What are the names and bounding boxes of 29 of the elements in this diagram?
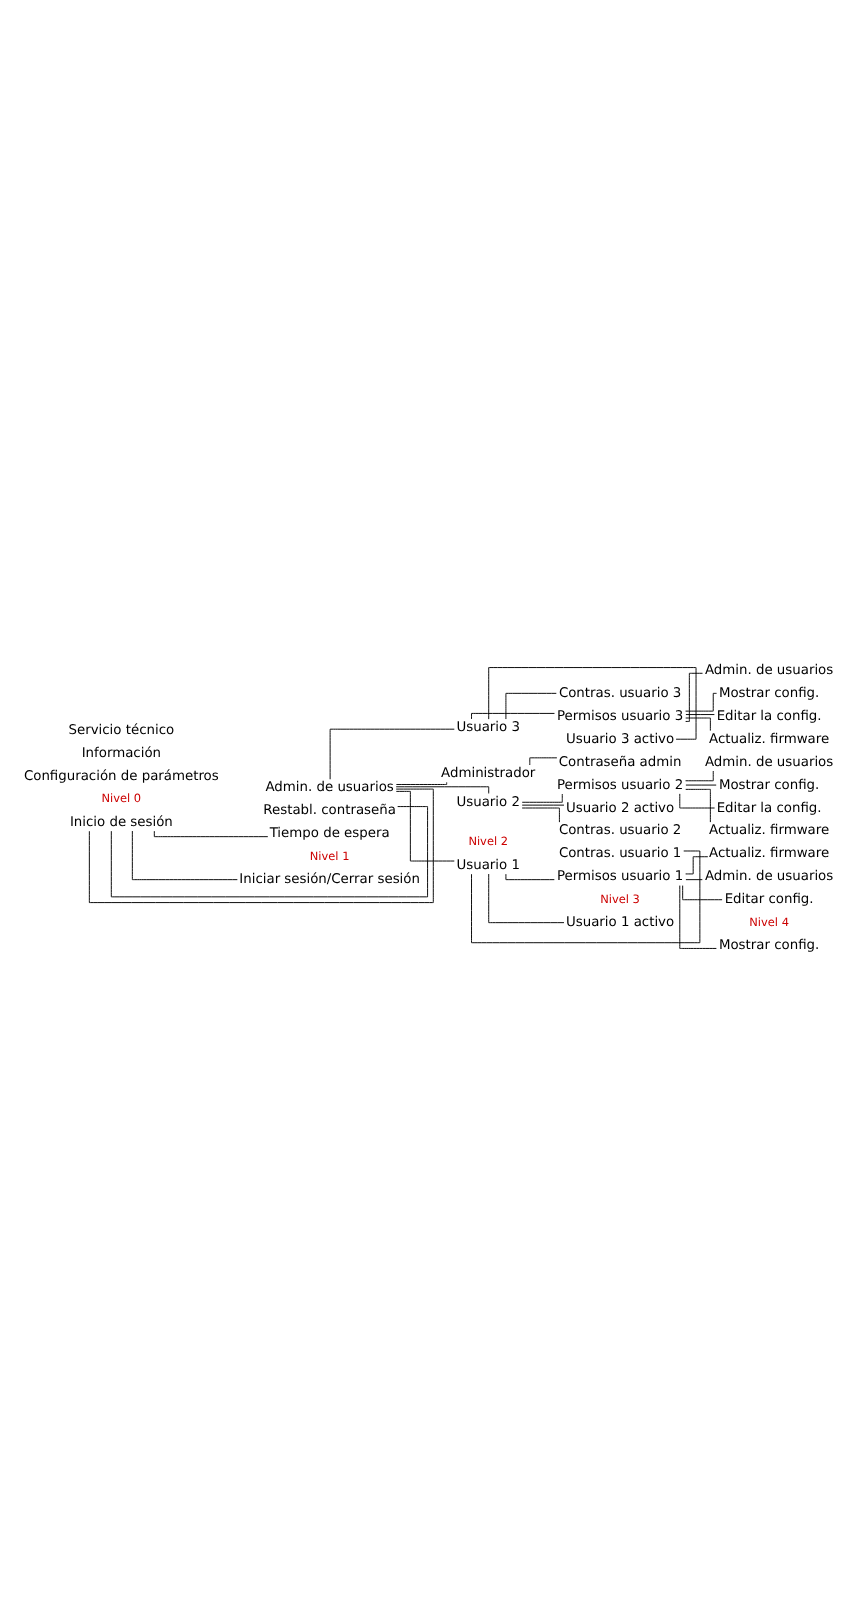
connector xyxy=(529,756,558,765)
connector xyxy=(685,713,715,715)
connector xyxy=(685,716,711,731)
connector xyxy=(679,884,717,948)
connector xyxy=(131,829,238,880)
connector xyxy=(685,878,703,880)
connector xyxy=(471,849,701,943)
connector xyxy=(505,872,555,880)
connector xyxy=(685,769,714,781)
connector xyxy=(685,691,718,711)
connector xyxy=(685,671,703,721)
connector xyxy=(521,806,560,822)
connector xyxy=(488,666,697,739)
connector xyxy=(521,803,565,805)
connector xyxy=(88,787,434,903)
connector xyxy=(682,884,723,900)
connector xyxy=(685,855,709,874)
connector xyxy=(110,805,429,897)
connector xyxy=(521,792,563,802)
connector xyxy=(395,785,490,793)
connector xyxy=(685,787,711,822)
connector xyxy=(395,780,448,784)
connector xyxy=(471,711,555,719)
connector xyxy=(679,792,716,808)
connector xyxy=(505,691,557,719)
connector xyxy=(395,789,455,861)
connector xyxy=(329,727,455,779)
connector xyxy=(488,872,565,923)
connector xyxy=(153,829,269,837)
